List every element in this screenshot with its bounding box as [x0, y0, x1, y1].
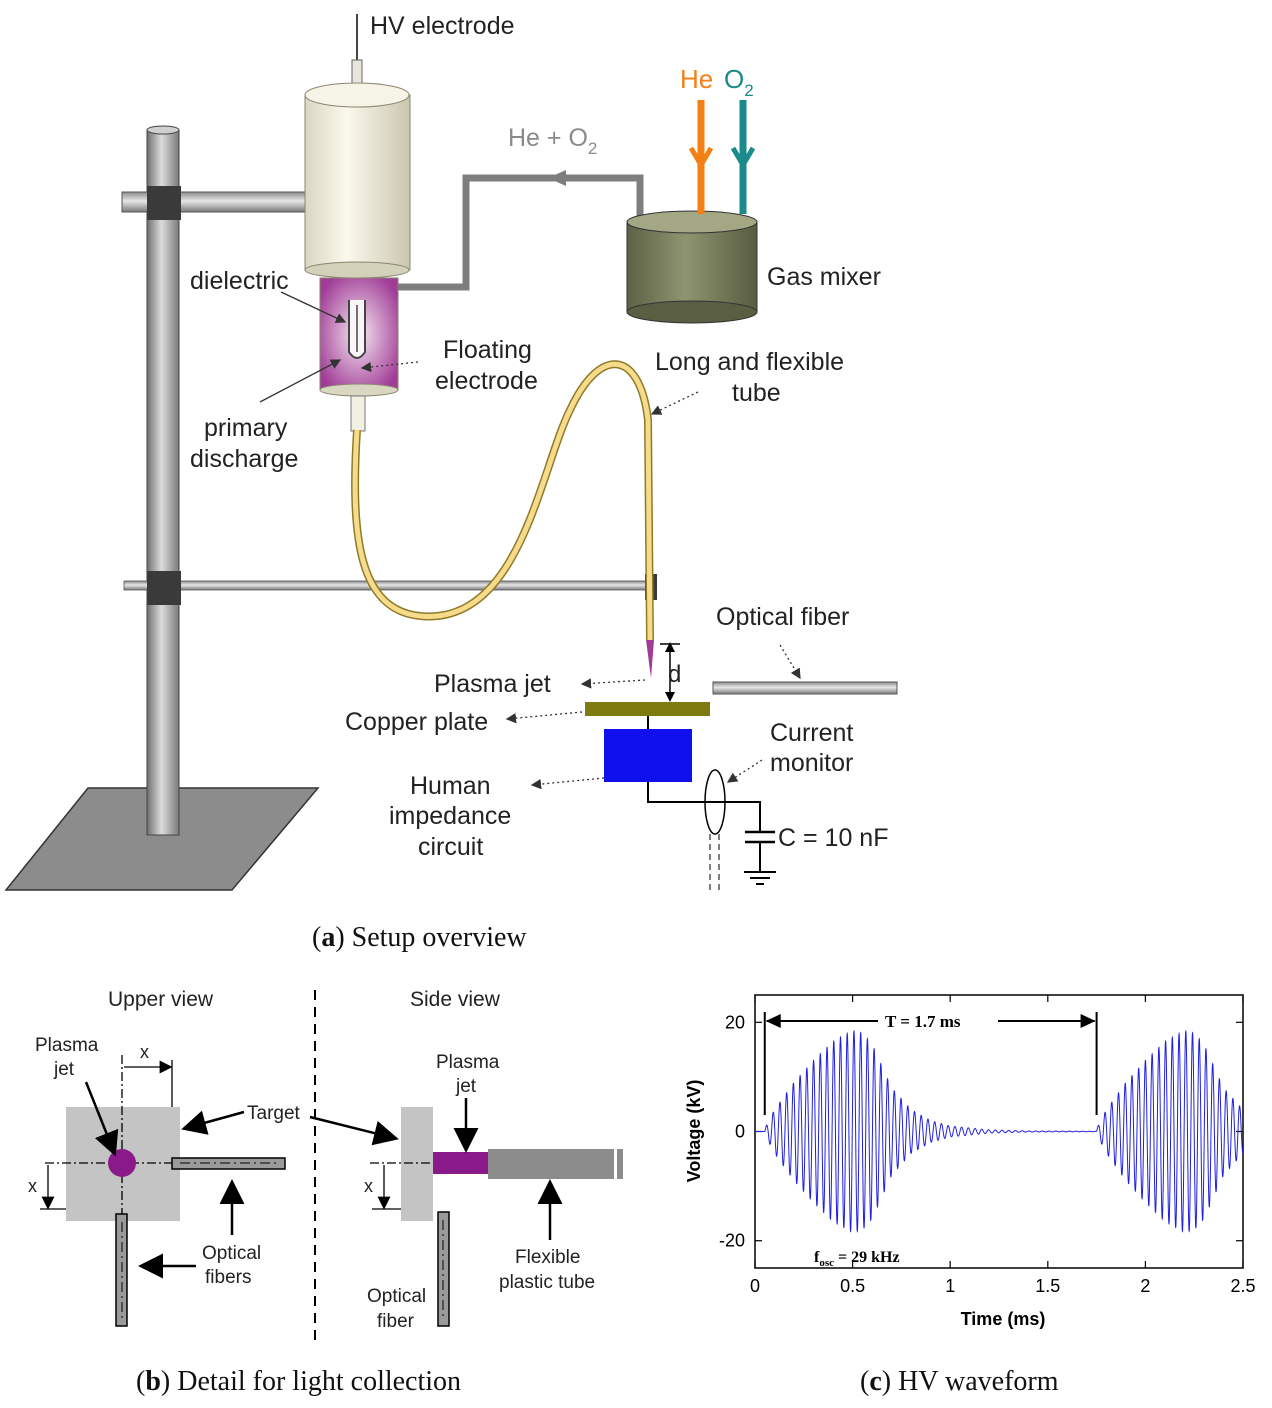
human-impedance-box — [604, 729, 692, 782]
label-flexible-1: Flexible — [515, 1247, 580, 1268]
label-plasma-jet-side-1: Plasma — [436, 1052, 500, 1073]
label-long-2: tube — [732, 379, 781, 407]
lower-clamp — [147, 571, 181, 605]
stand-base — [4, 787, 320, 891]
electrode-cylinder — [304, 94, 411, 271]
label-d: d — [668, 661, 681, 688]
panel-c-waveform: 0 0.5 1 1.5 2 2.5 20 0 -20 Time (ms) Voltage (kV… — [684, 994, 1256, 1397]
label-side-view: Side view — [410, 988, 501, 1011]
label-he-o2: He + O2 — [508, 124, 597, 158]
gas-mixer — [626, 210, 758, 324]
circuit-wire — [647, 782, 761, 832]
panel-a-setup: HV electrode He O2 He + O2 Gas mixer die… — [4, 12, 898, 953]
caption-c: (c) HV waveform — [860, 1366, 1059, 1397]
label-upper-view: Upper view — [108, 988, 214, 1011]
period-arrowhead-right — [1080, 1014, 1096, 1028]
label-floating-2: electrode — [435, 367, 538, 395]
label-flexible-2: plastic tube — [499, 1272, 595, 1293]
x-tick-label: 2 — [1140, 1276, 1150, 1296]
x-tick-label: 2.5 — [1230, 1276, 1255, 1296]
label-plasma-jet: Plasma jet — [434, 670, 551, 698]
label-human-2: impedance — [389, 802, 511, 830]
y-tick-label: 20 — [725, 1012, 745, 1032]
label-optical-fibers-1: Optical — [202, 1243, 261, 1264]
caption-b: (b) Detail for light collection — [136, 1366, 461, 1397]
outlet-nozzle — [350, 395, 366, 432]
label-plasma-jet-side-2: jet — [455, 1076, 477, 1097]
upper-plasma-jet — [108, 1149, 136, 1177]
side-target — [401, 1107, 433, 1221]
label-x-upper: x — [140, 1042, 149, 1062]
x-tick-label: 0 — [750, 1276, 760, 1296]
label-long-1: Long and flexible — [655, 348, 844, 376]
label-x-left: x — [28, 1176, 37, 1196]
side-plastic-tube — [488, 1149, 614, 1179]
label-gas-mixer: Gas mixer — [767, 263, 881, 291]
label-optical-fibers-2: fibers — [205, 1267, 251, 1288]
upper-clamp — [147, 186, 181, 220]
period-label: T = 1.7 ms — [885, 1012, 961, 1031]
x-tick-label: 1 — [945, 1276, 955, 1296]
fosc-label: fosc = 29 kHz — [814, 1249, 900, 1269]
caption-a: (a) Setup overview — [312, 922, 527, 953]
stand-pole — [146, 129, 180, 836]
label-primary-1: primary — [204, 414, 288, 442]
label-human-3: circuit — [418, 833, 483, 861]
label-current-1: Current — [770, 719, 853, 747]
plasma-jet-tip — [646, 640, 654, 678]
label-x-side: x — [364, 1176, 373, 1196]
y-axis-label: Voltage (kV) — [684, 1080, 704, 1183]
label-copper-plate: Copper plate — [345, 708, 488, 736]
label-he: He — [680, 64, 713, 94]
x-tick-label: 1.5 — [1035, 1276, 1060, 1296]
x-tick-label: 0.5 — [840, 1276, 865, 1296]
label-current-2: monitor — [770, 749, 853, 777]
chart-series — [755, 1030, 1244, 1233]
current-monitor-coil — [704, 769, 726, 835]
chart-annotations — [763, 1012, 1098, 1115]
y-tick-label: -20 — [719, 1231, 745, 1251]
label-capacitor: C = 10 nF — [778, 824, 888, 852]
label-o2: O2 — [724, 64, 754, 100]
copper-plate — [585, 702, 710, 716]
label-floating-1: Floating — [443, 336, 532, 364]
waveform-line — [755, 1030, 1244, 1233]
plot-frame — [754, 994, 1244, 1269]
y-tick-label: 0 — [735, 1122, 745, 1142]
label-target: Target — [247, 1103, 301, 1124]
label-optical-fiber-side-2: fiber — [377, 1311, 415, 1332]
label-plasma-jet-b2: jet — [53, 1059, 75, 1080]
leader-lines — [259, 291, 801, 790]
period-arrowhead-left — [765, 1014, 781, 1028]
lower-rod — [123, 580, 655, 591]
side-plasma-jet — [433, 1152, 488, 1174]
panel-b-detail: Upper view Side view x x Plasma jet Targ… — [28, 988, 623, 1397]
x-axis-label: Time (ms) — [961, 1309, 1046, 1329]
label-plasma-jet-b1: Plasma — [35, 1035, 99, 1056]
label-dielectric: dielectric — [190, 267, 289, 295]
label-hv-electrode: HV electrode — [370, 12, 515, 40]
chart-ticks: 0 0.5 1 1.5 2 2.5 20 0 -20 — [719, 995, 1256, 1296]
label-optical-fiber: Optical fiber — [716, 603, 849, 631]
optical-fiber-rod — [712, 681, 898, 695]
label-human-1: Human — [410, 772, 491, 800]
label-primary-2: discharge — [190, 445, 298, 473]
label-optical-fiber-side-1: Optical — [367, 1286, 426, 1307]
flexible-tube-path — [351, 360, 654, 641]
gas-feed-pipe — [398, 174, 644, 291]
